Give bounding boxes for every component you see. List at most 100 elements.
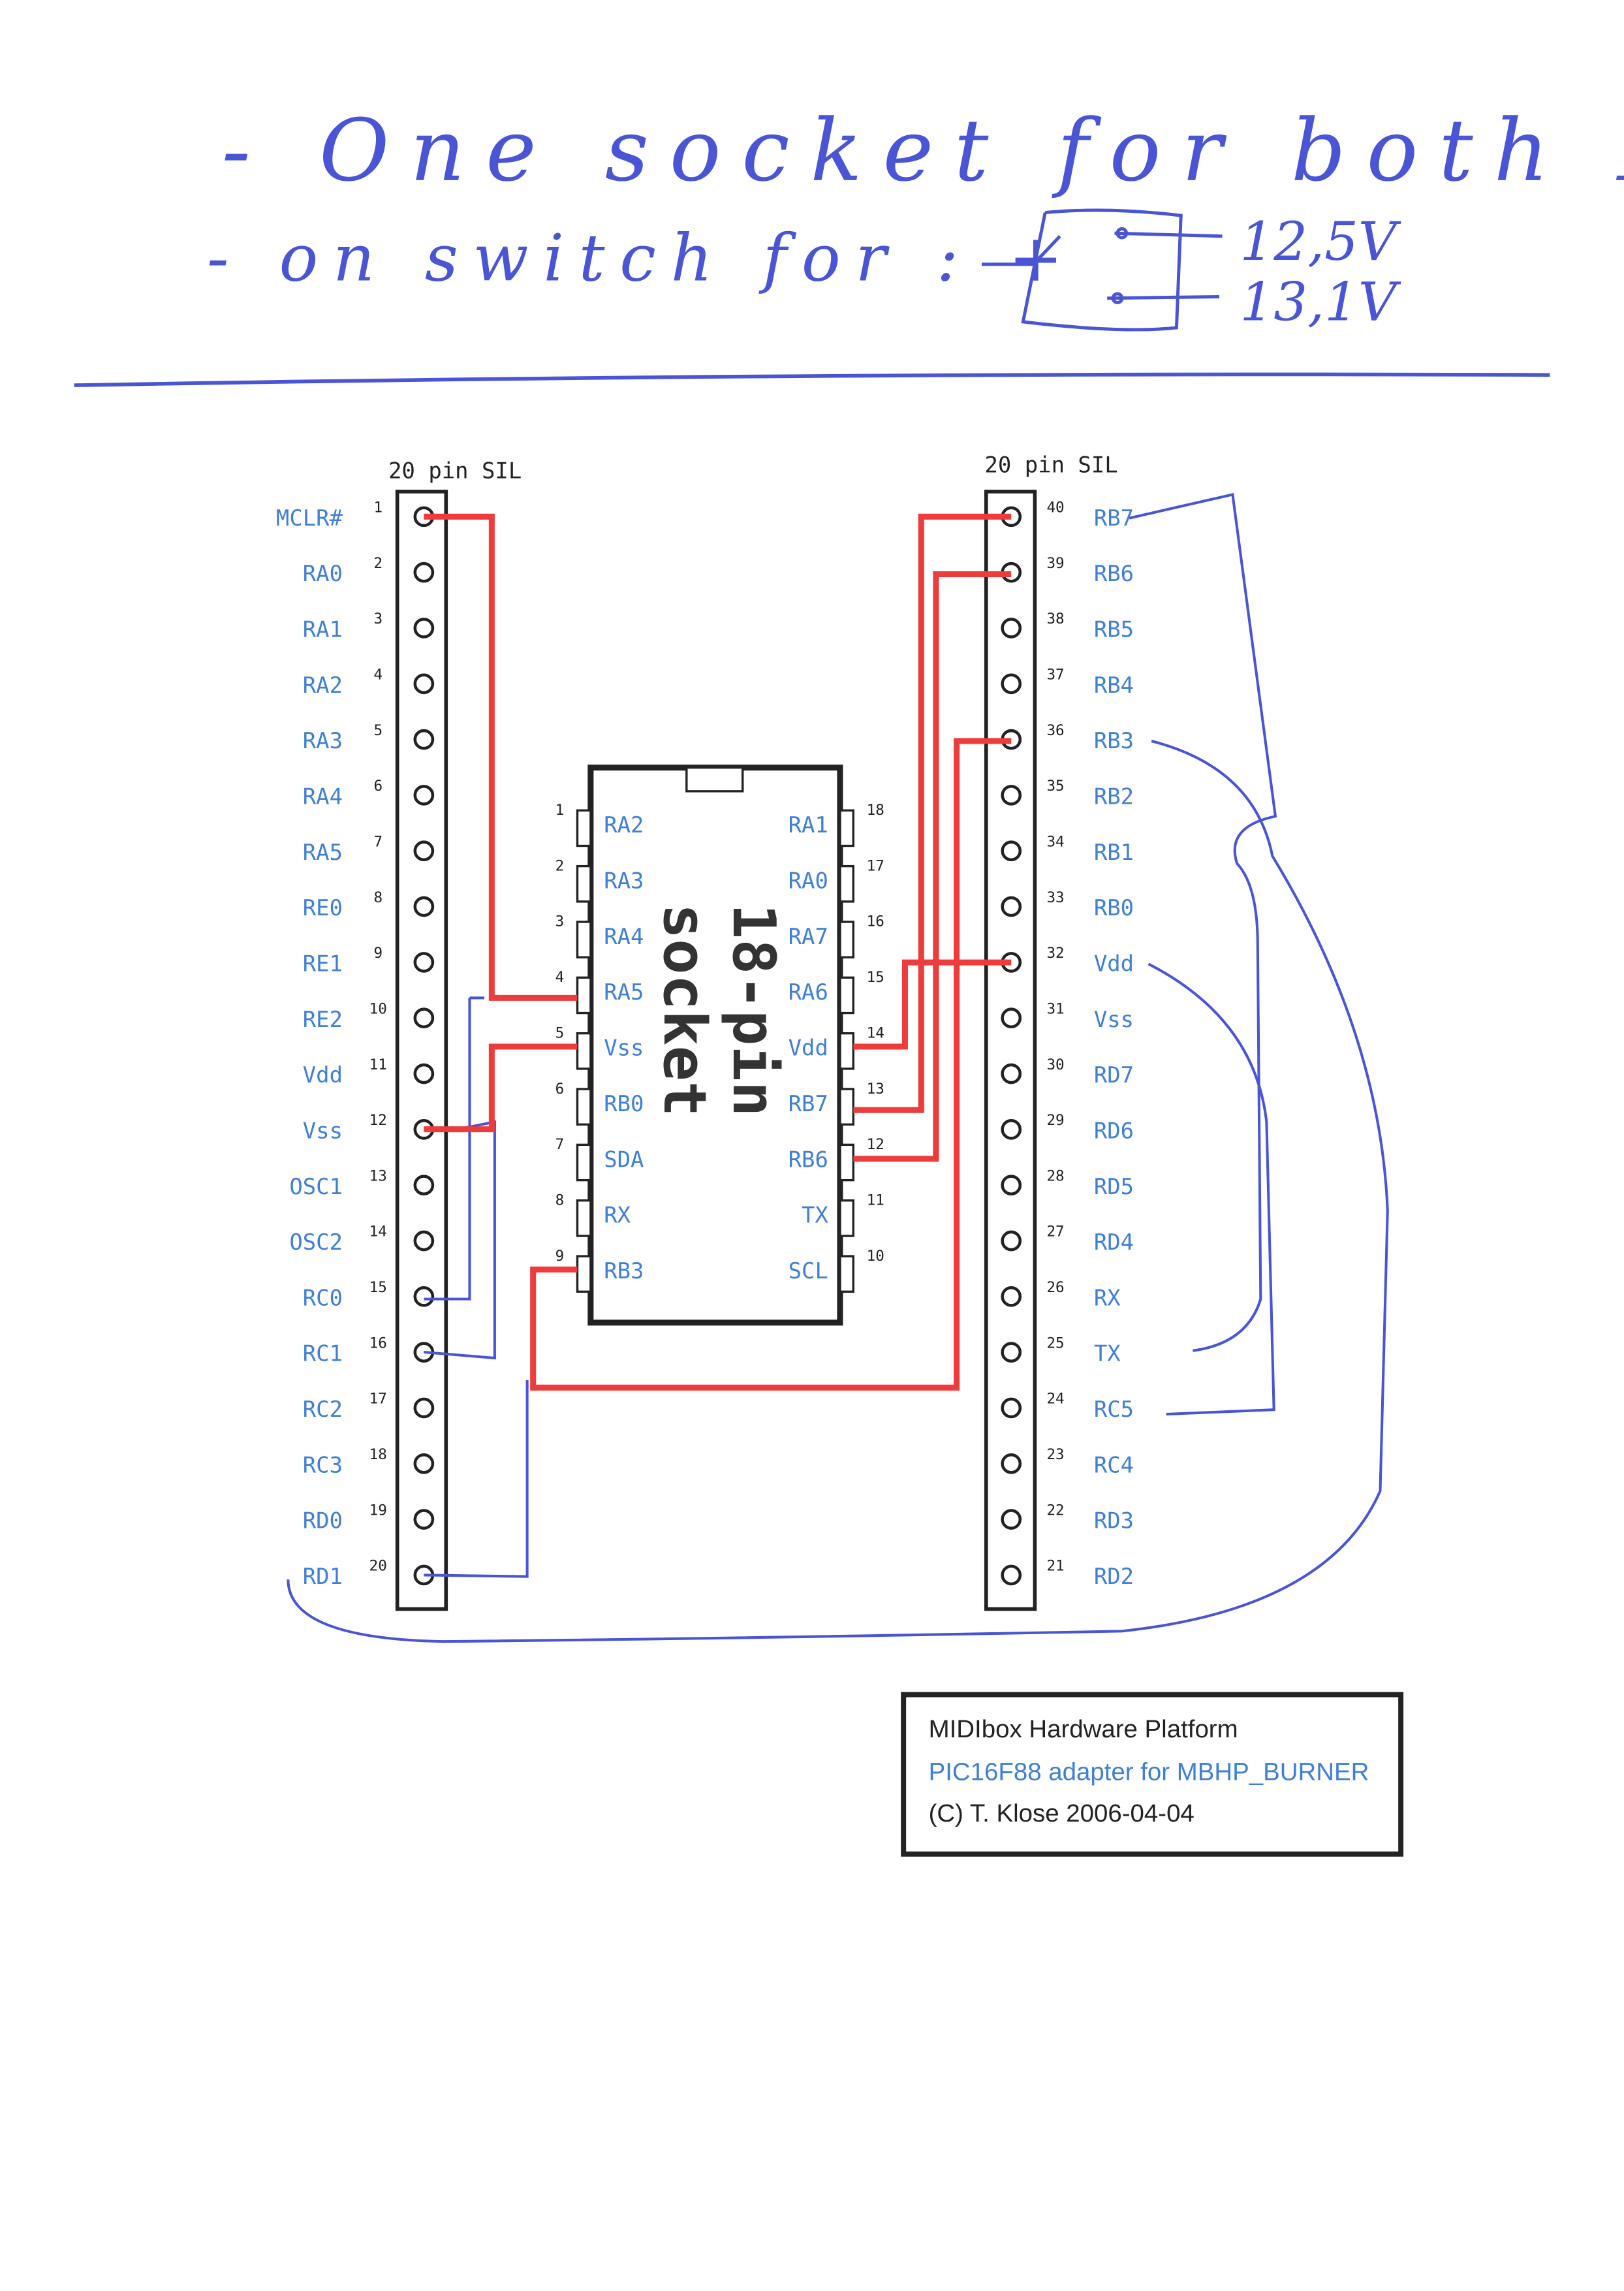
pin-hole	[1001, 1453, 1022, 1474]
pin-number: 12	[369, 1112, 387, 1129]
pin-number: 10	[867, 1248, 884, 1265]
pin-hole	[413, 618, 435, 639]
sil-pin: 29 RD6	[1001, 1112, 1134, 1143]
pin-label: RA5	[303, 840, 343, 865]
pin-label: RB7	[789, 1091, 828, 1116]
pin-number: 15	[867, 969, 884, 986]
pin-number: 18	[867, 802, 884, 819]
pin-hole	[1001, 618, 1022, 639]
pin-label: RD4	[1094, 1229, 1134, 1255]
pin-number: 12	[867, 1136, 884, 1153]
wire-rb6-rb6	[853, 571, 1012, 1162]
sil-pin: 38 RB5	[1001, 610, 1134, 642]
wire-rb3-rd1	[287, 740, 1389, 1643]
pin-label: SCL	[789, 1258, 828, 1284]
pin-label: RC3	[303, 1452, 343, 1477]
pin-number: 2	[555, 857, 565, 874]
pin-label: RD6	[1094, 1118, 1134, 1143]
pin-label: RB3	[604, 1258, 644, 1284]
pin-pad	[839, 921, 855, 958]
pin-pad	[576, 809, 592, 847]
pin-label: OSC2	[289, 1229, 343, 1255]
pin-number: 29	[1046, 1112, 1064, 1129]
pin-number: 1	[373, 499, 383, 516]
pin-number: 37	[1046, 667, 1064, 684]
pin-number: 33	[1046, 889, 1064, 906]
pin-hole	[413, 952, 435, 973]
pin-number: 7	[373, 833, 383, 850]
hand-drawn-wires	[287, 492, 1389, 1643]
pin-number: 38	[1046, 610, 1064, 627]
pin-label: RE0	[303, 895, 343, 921]
pin-number: 11	[867, 1192, 884, 1209]
pin-number: 20	[369, 1558, 387, 1575]
pin-number: 16	[369, 1335, 387, 1351]
pin-number: 2	[373, 555, 383, 572]
pin-pad	[839, 1255, 855, 1293]
pin-label: RA4	[303, 784, 343, 810]
wire-rb3-rb3	[530, 738, 1012, 1391]
pin-pad	[576, 1032, 592, 1070]
title-block: MIDIbox Hardware Platform PIC16F88 adapt…	[901, 1692, 1404, 1857]
socket-title-line-1: 18-pin	[719, 904, 788, 1117]
pin-label: TX	[802, 1203, 828, 1228]
right-sil-title: 20 pin SIL	[985, 452, 1118, 478]
pin-number: 1	[555, 802, 565, 819]
pin-hole	[1001, 896, 1022, 917]
sil-pin: 26 RX	[1001, 1279, 1121, 1310]
pin-number: 17	[369, 1391, 387, 1408]
pin-pad	[839, 864, 855, 903]
pin-number: 18	[369, 1446, 387, 1463]
pin-label: RA3	[604, 868, 644, 894]
title-block-line-3: (C) T. Klose 2006-04-04	[929, 1799, 1195, 1827]
pin-number: 34	[1046, 833, 1064, 850]
pin-number: 5	[555, 1024, 565, 1041]
socket-pins: 1RA22RA33RA44RA55Vss6RB07SDA8RX9RB318RA1…	[555, 802, 884, 1293]
pin-label: Vss	[303, 1118, 343, 1143]
wire-rb7-rb7	[853, 513, 1012, 1113]
pin-pad	[839, 1088, 855, 1126]
pin-number: 9	[373, 945, 383, 962]
pin-label: RX	[1094, 1285, 1121, 1310]
pin-label: RB1	[1094, 840, 1134, 865]
pin-number: 4	[373, 667, 383, 684]
socket-body	[587, 765, 843, 1326]
sil-pin: 7 RA5	[303, 833, 435, 865]
pin-pad	[839, 1199, 855, 1237]
wire-vss-rc1	[424, 1120, 496, 1360]
pin-number: 26	[1046, 1279, 1064, 1296]
pin-number: 4	[555, 969, 565, 986]
pin-hole	[413, 840, 435, 862]
pin-label: SDA	[604, 1146, 644, 1172]
title-block-line-2: PIC16F88 adapter for MBHP_BURNER	[929, 1758, 1369, 1786]
pin-hole	[413, 1007, 435, 1029]
pin-label: RB0	[1094, 895, 1134, 921]
pin-label: RC0	[303, 1285, 343, 1310]
pin-pad	[839, 976, 855, 1015]
pin-label: RB7	[1094, 505, 1134, 531]
socket-notch	[685, 766, 744, 793]
wire-rd1-rb3	[424, 1380, 529, 1578]
pin-number: 16	[867, 913, 884, 930]
right-sil-strip	[984, 490, 1037, 1611]
pin-label: RB5	[1094, 617, 1134, 642]
pin-hole	[1001, 1397, 1022, 1419]
pin-number: 14	[369, 1224, 387, 1240]
pin-hole	[413, 1397, 435, 1419]
sil-pin: 12 Vss	[303, 1112, 435, 1143]
